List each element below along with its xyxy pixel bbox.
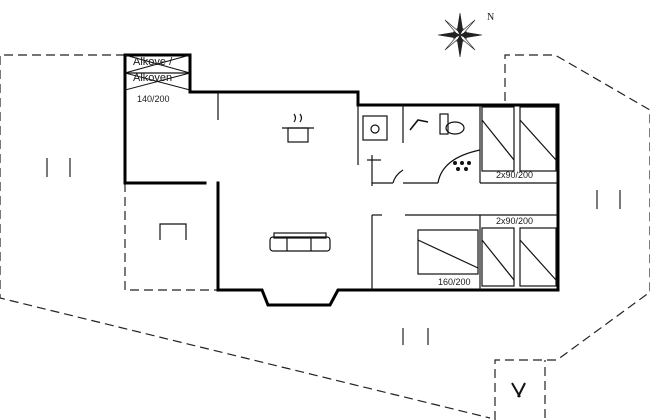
- right-terrace-outline: [494, 54, 650, 420]
- alkove-label-line1: Alkove /: [133, 56, 173, 68]
- alcove-markers: [124, 54, 191, 91]
- single-bed-icon: [481, 227, 557, 287]
- left-terrace-outline: [0, 54, 491, 419]
- terrace-outlines: [0, 54, 650, 420]
- whirlpool-icon: [453, 161, 471, 171]
- terrace-marks: [46, 158, 621, 345]
- sofa-icon: [269, 232, 331, 252]
- bed-size-alcove: 140/200: [137, 94, 170, 104]
- exterior-walls: [123, 53, 560, 307]
- interior-walls: [125, 72, 558, 290]
- single-bed-icon: [481, 106, 557, 172]
- washing-machine-icon: [362, 115, 388, 141]
- cooking-pot-icon: [282, 113, 314, 143]
- skis-icon: [511, 382, 526, 398]
- west-wall: [123, 53, 560, 307]
- bed-size-lower: 2x90/200: [496, 216, 534, 226]
- compass-rose-icon: [437, 12, 483, 58]
- bed-size-double: 160/200: [438, 277, 471, 287]
- entry-terrace-outline: [124, 183, 218, 291]
- toilet-icon: [439, 113, 465, 135]
- north-label: N: [487, 12, 495, 23]
- shower-icon: [409, 119, 429, 131]
- double-bed-icon: [417, 229, 479, 275]
- entry-marker: [159, 223, 187, 240]
- bed-size-upper: 2x90/200: [496, 170, 534, 180]
- alkove-label-line2: Alkoven: [133, 72, 173, 84]
